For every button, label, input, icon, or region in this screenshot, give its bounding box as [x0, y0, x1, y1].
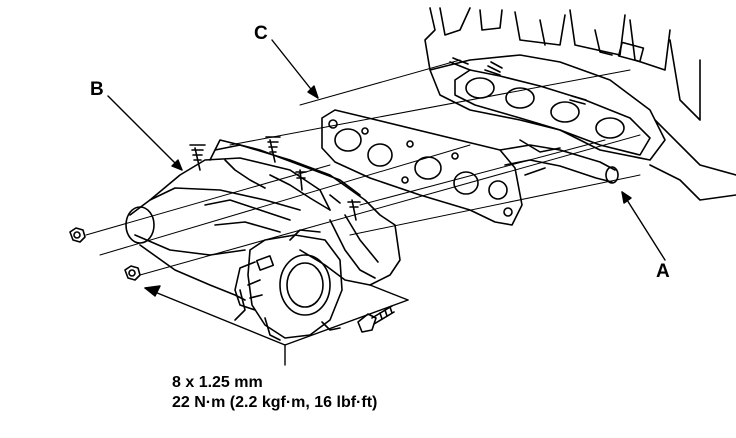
callout-b: B	[90, 79, 104, 100]
leader-lines	[107, 39, 666, 261]
intake-manifold	[125, 136, 401, 321]
manifold-gasket	[321, 109, 523, 226]
cylinder-head	[424, 7, 736, 201]
nuts	[69, 227, 141, 281]
torque-bracket	[144, 284, 409, 366]
callout-a: A	[656, 261, 670, 282]
bolt-size-label: 8 x 1.25 mm	[172, 374, 263, 391]
bolt	[357, 305, 395, 333]
callout-c: C	[254, 23, 268, 44]
alignment-lines	[85, 59, 641, 276]
coolant-tube	[499, 139, 619, 184]
throttle-body	[234, 229, 343, 341]
torque-value-label: 22 N·m (2.2 kgf·m, 16 lbf·ft)	[172, 394, 378, 411]
